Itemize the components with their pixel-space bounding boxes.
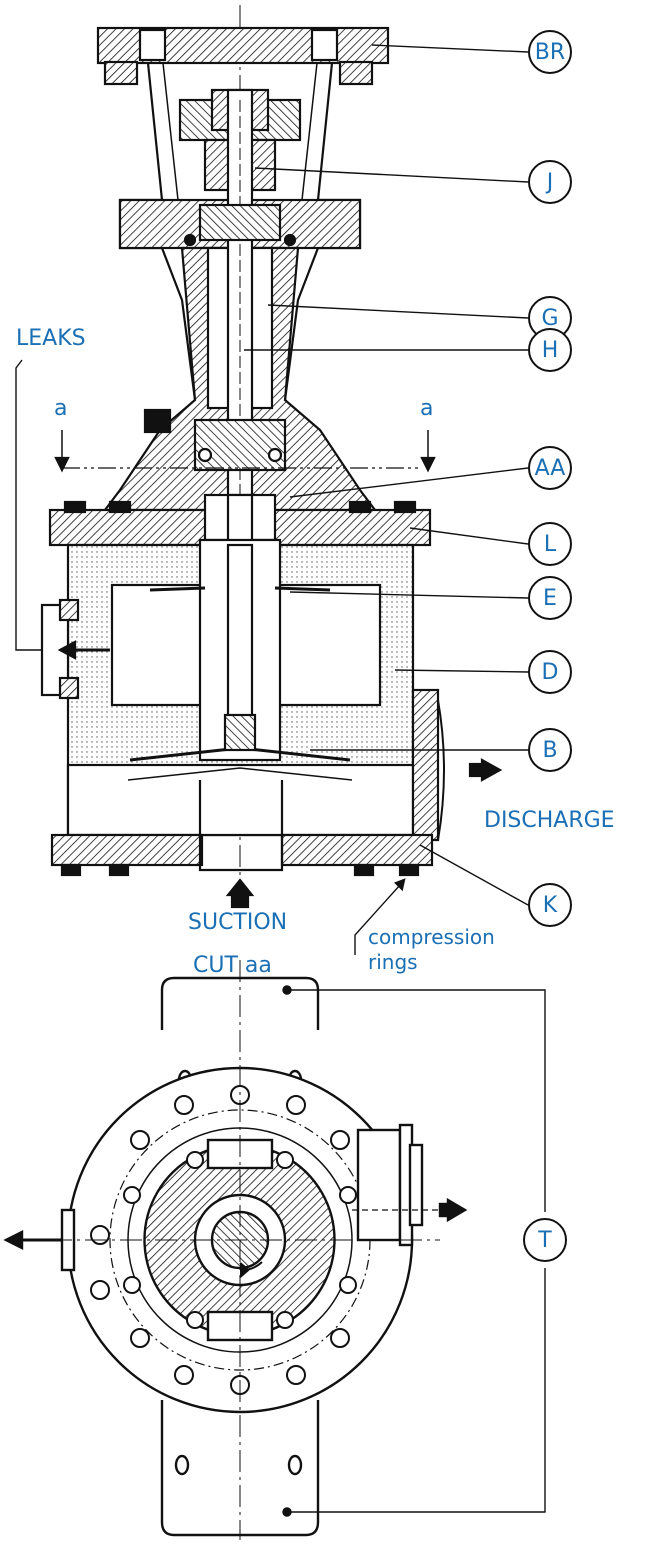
cut-aa-label: CUT aa	[193, 953, 272, 978]
discharge-label: DISCHARGE	[484, 808, 615, 833]
leaks-label: LEAKS	[16, 326, 86, 351]
bottom-plate	[50, 833, 204, 867]
section-a-right-label: a	[420, 396, 434, 421]
callout-H: H	[528, 328, 572, 372]
cut-view	[3, 960, 546, 1540]
section-view	[15, 5, 503, 955]
callout-B: B	[528, 728, 572, 772]
leader-lines	[244, 44, 529, 906]
callout-AA: AA	[528, 446, 572, 490]
callout-T: T	[523, 1218, 567, 1262]
callout-D: D	[528, 650, 572, 694]
section-a-left-label: a	[54, 396, 68, 421]
suction-label: SUCTION	[188, 910, 288, 935]
callout-K: K	[528, 883, 572, 927]
callout-BR: BR	[528, 30, 572, 74]
compression-rings-label-line1: compression	[368, 925, 495, 949]
callout-E: E	[528, 576, 572, 620]
callout-L: L	[528, 522, 572, 566]
compression-rings-label-line2: rings	[368, 950, 418, 974]
callout-J: J	[528, 160, 572, 204]
